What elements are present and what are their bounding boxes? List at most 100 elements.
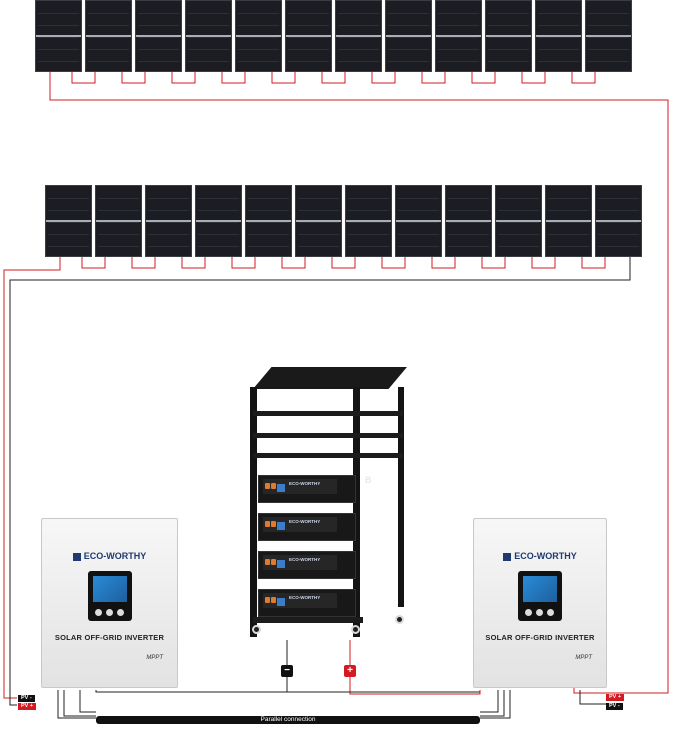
panel-jumper-wire — [371, 72, 396, 84]
panel-cell-line — [298, 246, 339, 247]
solar-panel — [495, 185, 542, 257]
panel-cell-line — [488, 13, 529, 14]
panel-cell-line — [198, 246, 239, 247]
panel-cell-line — [238, 37, 279, 38]
panel-cell-line — [548, 234, 589, 235]
panel-jumper-wire — [481, 257, 506, 269]
panel-frame-bar — [196, 220, 241, 222]
panel-cell-line — [88, 37, 129, 38]
panel-cell-line — [88, 13, 129, 14]
panel-cell-line — [398, 234, 439, 235]
solar-panel — [195, 185, 242, 257]
panel-jumper-wire — [571, 72, 596, 84]
rack-post — [398, 387, 404, 607]
panel-frame-bar — [86, 35, 131, 37]
inverter-button[interactable] — [525, 609, 532, 616]
inverter-button[interactable] — [536, 609, 543, 616]
panel-cell-line — [498, 234, 539, 235]
inverter-button[interactable] — [105, 609, 113, 616]
panel-jumper-wire — [471, 72, 496, 84]
solar-panel — [435, 0, 482, 72]
panel-cell-line — [248, 198, 289, 199]
panel-jumper-wire — [81, 257, 106, 269]
pv-positive-tag-right: PV + — [606, 694, 625, 701]
inverter-button[interactable] — [94, 609, 102, 616]
battery-terminal-icon — [265, 483, 270, 489]
panel-cell-line — [88, 49, 129, 50]
panel-cell-line — [538, 25, 579, 26]
inverter-button[interactable] — [547, 609, 554, 616]
panel-cell-line — [238, 49, 279, 50]
panel-cell-line — [98, 246, 139, 247]
panel-cell-line — [488, 49, 529, 50]
panel-cell-line — [248, 234, 289, 235]
panel-cell-line — [588, 13, 629, 14]
panel-cell-line — [198, 210, 239, 211]
battery-module: ECO-WORTHY — [258, 589, 356, 617]
solar-panel — [485, 0, 532, 72]
panel-cell-line — [288, 25, 329, 26]
panel-cell-line — [38, 61, 79, 62]
panel-cell-line — [598, 198, 639, 199]
battery-negative-wire — [95, 640, 288, 693]
solar-panel — [285, 0, 332, 72]
panel-cell-line — [198, 234, 239, 235]
caster-wheel — [351, 625, 360, 634]
panel-cell-line — [298, 222, 339, 223]
battery-front-panel: ECO-WORTHY — [263, 479, 337, 494]
panel-cell-line — [148, 210, 189, 211]
solar-panel — [345, 185, 392, 257]
panel-cell-line — [448, 210, 489, 211]
panel-cell-line — [88, 25, 129, 26]
left-inverter: ECO-WORTHY SOLAR OFF-GRID INVERTER MPPT — [41, 518, 178, 688]
caster-wheel — [395, 615, 404, 624]
panel-cell-line — [188, 37, 229, 38]
panel-cell-line — [538, 37, 579, 38]
panel-frame-bar — [36, 35, 81, 37]
panel-cell-line — [138, 37, 179, 38]
battery-terminal-icon — [265, 597, 270, 603]
battery-brand-label: ECO-WORTHY — [289, 519, 321, 524]
panel-cell-line — [148, 198, 189, 199]
solar-panel — [135, 0, 182, 72]
panel-cell-line — [538, 61, 579, 62]
panel-cell-line — [598, 234, 639, 235]
panel-cell-line — [188, 13, 229, 14]
panel-cell-line — [288, 37, 329, 38]
solar-panel — [85, 0, 132, 72]
solar-panel — [185, 0, 232, 72]
panel-cell-line — [398, 222, 439, 223]
bottom-array-series-wire-left — [3, 256, 61, 699]
panel-cell-line — [238, 61, 279, 62]
panel-cell-line — [498, 210, 539, 211]
rack-crossbar — [253, 453, 403, 458]
panel-frame-bar — [446, 220, 491, 222]
battery-indicator-icon — [277, 522, 285, 530]
panel-cell-line — [598, 222, 639, 223]
battery-indicator-icon — [277, 598, 285, 606]
panel-cell-line — [138, 49, 179, 50]
panel-cell-line — [448, 198, 489, 199]
panel-frame-bar — [186, 35, 231, 37]
panel-cell-line — [588, 25, 629, 26]
panel-jumper-wire — [231, 257, 256, 269]
inverter-button[interactable] — [116, 609, 124, 616]
solar-panel — [95, 185, 142, 257]
panel-frame-bar — [296, 220, 341, 222]
panel-cell-line — [48, 246, 89, 247]
panel-frame-bar — [336, 35, 381, 37]
panel-jumper-wire — [131, 257, 156, 269]
solar-panel — [385, 0, 432, 72]
battery-terminal-icon — [271, 483, 276, 489]
panel-cell-line — [498, 198, 539, 199]
panel-cell-line — [388, 49, 429, 50]
panel-cell-line — [388, 13, 429, 14]
panel-frame-bar — [386, 35, 431, 37]
panel-cell-line — [238, 13, 279, 14]
panel-cell-line — [238, 25, 279, 26]
panel-jumper-wire — [281, 257, 306, 269]
lcd-screen — [523, 576, 557, 602]
inverter-title: SOLAR OFF-GRID INVERTER — [54, 633, 165, 642]
